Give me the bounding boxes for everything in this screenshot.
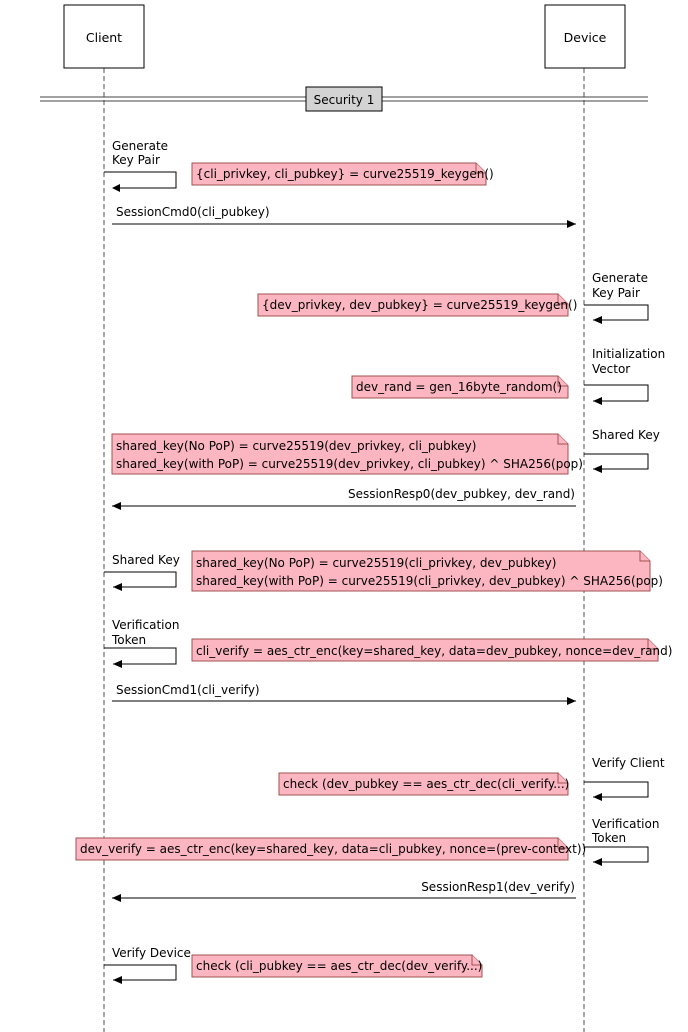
message-label: SessionResp0(dev_pubkey, dev_rand)	[348, 487, 575, 501]
self-message-label: Initialization	[592, 347, 665, 361]
self-message-label: Generate	[112, 139, 168, 153]
client-shared-key: Shared Key	[104, 553, 180, 591]
note-device-keygen: {dev_privkey, dev_pubkey} = curve25519_k…	[257, 293, 577, 317]
self-message-label: Shared Key	[592, 428, 660, 442]
note-check-cli-pubkey: check (cli_pubkey == aes_ctr_dec(dev_ver…	[191, 954, 483, 978]
message-sessionresp0: SessionResp0(dev_pubkey, dev_rand)	[112, 487, 576, 510]
self-message-label: Key Pair	[112, 153, 160, 167]
note-client-shared-key: shared_key(No PoP) = curve25519(cli_priv…	[191, 550, 663, 592]
divider-label: Security 1	[314, 93, 375, 107]
note-text: cli_verify = aes_ctr_enc(key=shared_key,…	[196, 644, 672, 658]
note-check-dev-pubkey: check (dev_pubkey == aes_ctr_dec(cli_ver…	[278, 772, 569, 796]
device-verify-client: Verify Client	[584, 756, 665, 801]
note-text: check (dev_pubkey == aes_ctr_dec(cli_ver…	[283, 777, 569, 791]
message-sessioncmd1: SessionCmd1(cli_verify)	[112, 683, 576, 705]
note-text: dev_rand = gen_16byte_random()	[356, 380, 562, 394]
client-participant-label: Client	[86, 30, 122, 45]
message-label: SessionCmd1(cli_verify)	[116, 683, 260, 697]
note-device-shared-key: shared_key(No PoP) = curve25519(dev_priv…	[111, 433, 583, 475]
note-cli-verify: cli_verify = aes_ctr_enc(key=shared_key,…	[191, 638, 672, 662]
self-message-label: Key Pair	[592, 286, 640, 300]
note-text: check (cli_pubkey == aes_ctr_dec(dev_ver…	[196, 959, 482, 973]
client-verify-device: Verify Device	[104, 946, 191, 984]
self-message-label: Token	[111, 633, 146, 647]
device-participant: Device	[544, 4, 626, 69]
self-message-label: Token	[591, 831, 626, 845]
note-text: shared_key(No PoP) = curve25519(dev_priv…	[116, 439, 476, 453]
device-participant-label: Device	[564, 30, 607, 45]
client-generate-keypair: Generate Key Pair	[104, 139, 177, 192]
note-text: shared_key(No PoP) = curve25519(cli_priv…	[196, 556, 556, 570]
message-sessioncmd0: SessionCmd0(cli_pubkey)	[112, 205, 576, 228]
note-text: shared_key(with PoP) = curve25519(cli_pr…	[196, 574, 663, 588]
message-label: SessionResp1(dev_verify)	[421, 880, 575, 894]
device-verification-token: Verification Token	[584, 817, 659, 866]
self-message-label: Shared Key	[112, 553, 180, 567]
message-label: SessionCmd0(cli_pubkey)	[116, 205, 270, 219]
note-text: {dev_privkey, dev_pubkey} = curve25519_k…	[262, 298, 577, 312]
client-verification-token: Verification Token	[104, 618, 179, 668]
note-client-keygen: {cli_privkey, cli_pubkey} = curve25519_k…	[191, 162, 494, 186]
self-message-label: Vector	[592, 362, 630, 376]
note-text: shared_key(with PoP) = curve25519(dev_pr…	[116, 457, 583, 471]
note-text: {cli_privkey, cli_pubkey} = curve25519_k…	[196, 167, 494, 181]
self-message-label: Verification	[112, 618, 179, 632]
note-dev-verify: dev_verify = aes_ctr_enc(key=shared_key,…	[75, 837, 586, 861]
device-initialization-vector: Initialization Vector	[584, 347, 665, 405]
note-dev-rand: dev_rand = gen_16byte_random()	[351, 375, 569, 399]
message-sessionresp1: SessionResp1(dev_verify)	[112, 880, 576, 902]
note-text: dev_verify = aes_ctr_enc(key=shared_key,…	[80, 842, 586, 856]
self-message-label: Verify Device	[112, 946, 191, 960]
device-generate-keypair: Generate Key Pair	[584, 271, 649, 324]
device-shared-key: Shared Key	[584, 428, 660, 473]
self-message-label: Verify Client	[592, 756, 665, 770]
client-participant: Client	[63, 4, 145, 69]
section-divider: Security 1	[40, 86, 648, 112]
self-message-label: Generate	[592, 271, 648, 285]
self-message-label: Verification	[592, 817, 659, 831]
